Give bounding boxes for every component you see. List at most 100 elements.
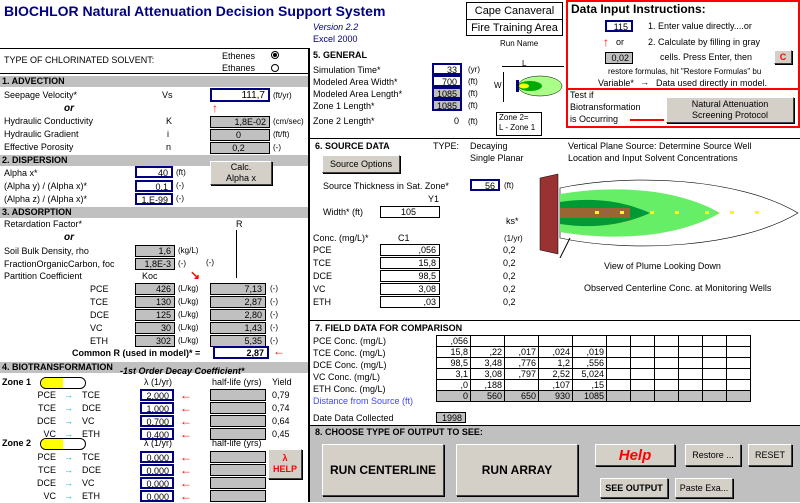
paste-example-button[interactable]: Paste Exa... (675, 478, 733, 498)
field-cell[interactable] (630, 368, 655, 380)
field-cell[interactable] (726, 357, 751, 369)
source-conc-input[interactable]: ,03 (380, 296, 440, 308)
field-cell[interactable]: 98,5 (436, 357, 471, 369)
mal-input[interactable]: 1085 (432, 87, 462, 99)
run-name-box[interactable]: Cape Canaveral Fire Training Area (466, 2, 563, 36)
field-cell[interactable]: 3,48 (470, 357, 505, 369)
field-cell[interactable]: 5,024 (572, 368, 607, 380)
field-cell[interactable]: ,056 (436, 335, 471, 347)
halflife-input[interactable] (210, 402, 266, 414)
field-cell[interactable] (726, 335, 751, 347)
field-cell[interactable] (606, 379, 631, 391)
field-cell[interactable]: 3,08 (470, 368, 505, 380)
field-cell[interactable] (654, 335, 679, 347)
see-output-button[interactable]: SEE OUTPUT (600, 478, 668, 498)
field-cell[interactable] (504, 335, 539, 347)
distance-cell[interactable]: 1085 (572, 390, 607, 402)
source-conc-input[interactable]: 98,5 (380, 270, 440, 282)
field-cell[interactable] (678, 357, 703, 369)
field-cell[interactable] (726, 368, 751, 380)
field-cell[interactable] (630, 357, 655, 369)
distance-cell[interactable] (630, 390, 655, 402)
field-cell[interactable]: 1,2 (538, 357, 573, 369)
field-cell[interactable]: ,776 (504, 357, 539, 369)
field-cell[interactable] (702, 357, 727, 369)
field-cell[interactable]: ,797 (504, 368, 539, 380)
distance-cell[interactable] (606, 390, 631, 402)
koc-input[interactable]: 302 (135, 335, 175, 347)
lambda-input[interactable]: 0,400 (140, 428, 174, 440)
halflife-input[interactable] (210, 415, 266, 427)
source-conc-input[interactable]: 15,8 (380, 257, 440, 269)
foc-input[interactable]: 1,8E-3 (135, 258, 175, 270)
field-cell[interactable]: 15,8 (436, 346, 471, 358)
field-cell[interactable] (630, 346, 655, 358)
field-cell[interactable]: ,0 (436, 379, 471, 391)
lambda-input[interactable]: 1,000 (140, 402, 174, 414)
reset-button[interactable]: RESET (748, 444, 792, 466)
c-button[interactable]: C (774, 50, 792, 64)
field-cell[interactable]: 3,1 (436, 368, 471, 380)
run-centerline-button[interactable]: RUN CENTERLINE (322, 444, 444, 496)
field-cell[interactable] (504, 379, 539, 391)
field-cell[interactable] (678, 379, 703, 391)
run-array-button[interactable]: RUN ARRAY (456, 444, 578, 496)
seepage-velocity-input[interactable]: 111,7 (210, 88, 270, 102)
calc-alpha-x-button[interactable]: Calc. Alpha x (210, 161, 272, 185)
field-cell[interactable]: ,107 (538, 379, 573, 391)
field-cell[interactable] (572, 335, 607, 347)
field-cell[interactable]: ,556 (572, 357, 607, 369)
source-conc-input[interactable]: ,056 (380, 244, 440, 256)
field-cell[interactable]: ,019 (572, 346, 607, 358)
maw-input[interactable]: 700 (432, 75, 462, 87)
distance-cell[interactable]: 930 (538, 390, 573, 402)
width-input[interactable]: 105 (380, 206, 440, 218)
source-conc-input[interactable]: 3,08 (380, 283, 440, 295)
help-output-button[interactable]: Help (595, 444, 675, 466)
ethenes-radio[interactable] (271, 51, 279, 59)
field-cell[interactable] (630, 379, 655, 391)
distance-cell[interactable] (678, 390, 703, 402)
field-cell[interactable] (630, 335, 655, 347)
field-cell[interactable] (654, 357, 679, 369)
field-cell[interactable] (470, 335, 505, 347)
koc-input[interactable]: 125 (135, 309, 175, 321)
zone1-length-input[interactable]: 1085 (432, 99, 462, 111)
field-cell[interactable] (654, 346, 679, 358)
field-cell[interactable]: 2,52 (538, 368, 573, 380)
field-cell[interactable] (654, 368, 679, 380)
distance-cell[interactable]: 560 (470, 390, 505, 402)
field-cell[interactable] (726, 346, 751, 358)
distance-cell[interactable] (654, 390, 679, 402)
field-cell[interactable] (678, 368, 703, 380)
field-cell[interactable] (654, 379, 679, 391)
common-r-input[interactable]: 2,87 (213, 346, 269, 359)
distance-cell[interactable] (726, 390, 751, 402)
koc-input[interactable]: 30 (135, 322, 175, 334)
hydraulic-conductivity-input[interactable]: 1,8E-02 (210, 116, 270, 128)
lambda-input[interactable]: 0,000 (140, 451, 174, 463)
field-cell[interactable] (606, 357, 631, 369)
lambda-input[interactable]: 0,700 (140, 415, 174, 427)
field-cell[interactable] (678, 346, 703, 358)
koc-input[interactable]: 130 (135, 296, 175, 308)
distance-cell[interactable]: 650 (504, 390, 539, 402)
lambda-input[interactable]: 0,000 (140, 490, 174, 502)
field-cell[interactable] (606, 335, 631, 347)
source-options-button[interactable]: Source Options (322, 155, 400, 173)
sim-time-input[interactable]: 33 (432, 63, 462, 75)
lambda-input[interactable]: 0,000 (140, 477, 174, 489)
source-thickness-input[interactable]: 56 (470, 179, 500, 191)
bulk-density-input[interactable]: 1,6 (135, 245, 175, 257)
field-cell[interactable]: ,188 (470, 379, 505, 391)
field-cell[interactable] (702, 335, 727, 347)
koc-input[interactable]: 426 (135, 283, 175, 295)
date-input[interactable]: 1998 (436, 412, 466, 423)
field-cell[interactable] (726, 379, 751, 391)
distance-cell[interactable]: 0 (436, 390, 471, 402)
field-cell[interactable] (702, 368, 727, 380)
halflife-input[interactable] (210, 389, 266, 401)
field-cell[interactable] (678, 335, 703, 347)
field-cell[interactable]: ,017 (504, 346, 539, 358)
restore-button[interactable]: Restore ... (685, 444, 741, 466)
